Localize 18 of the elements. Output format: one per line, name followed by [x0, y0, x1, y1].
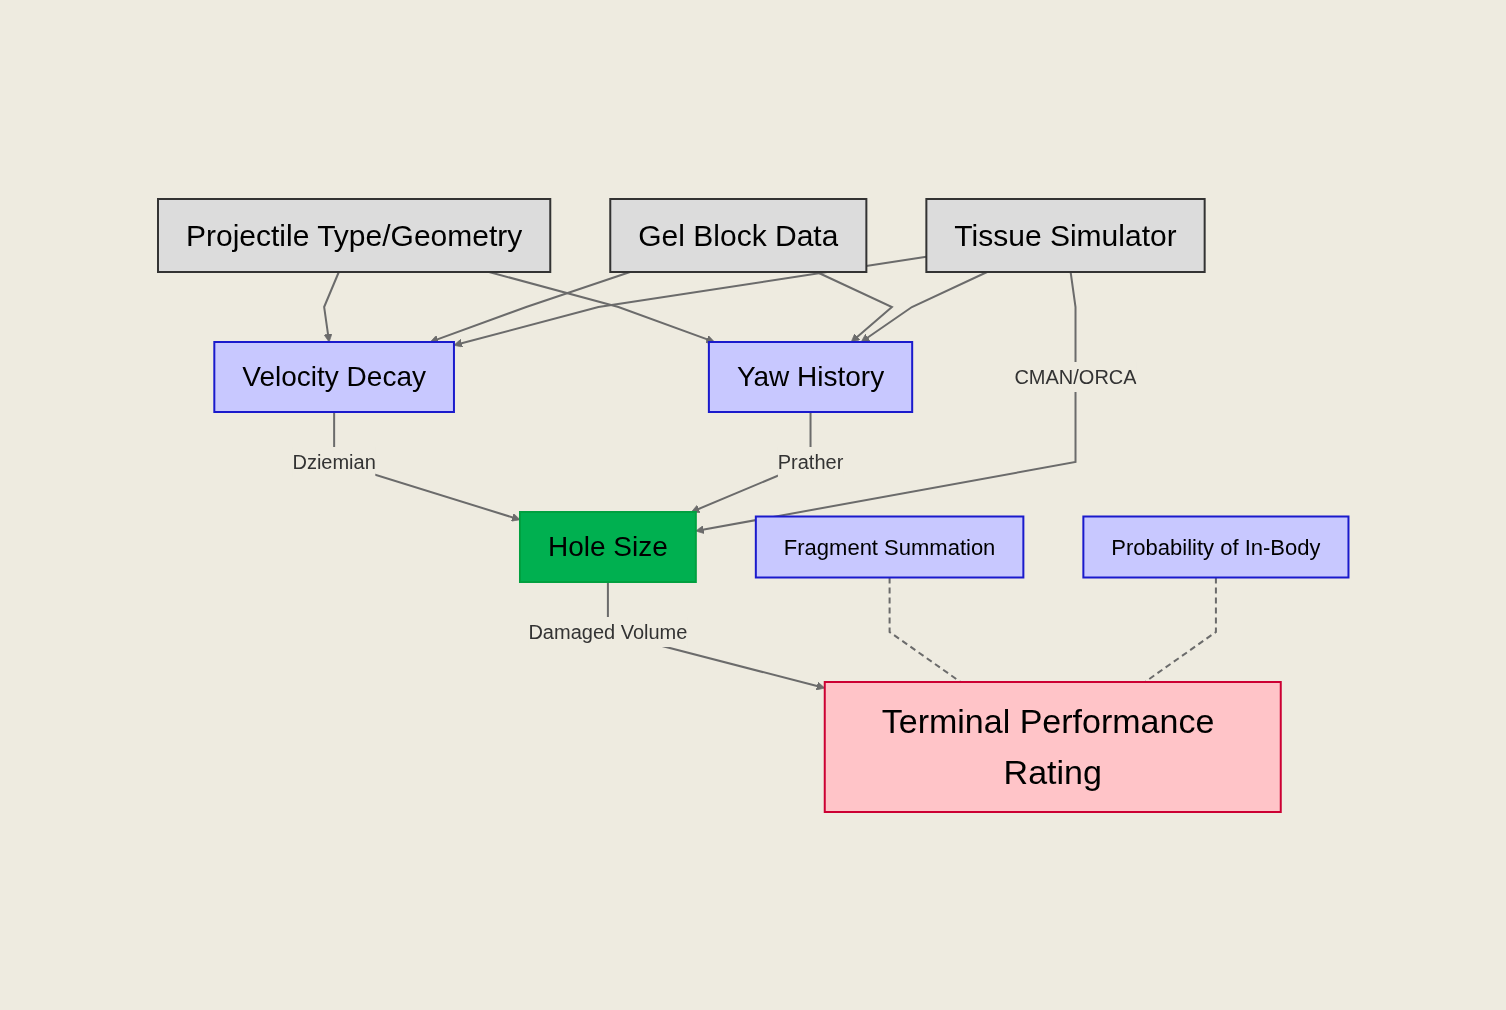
edge-label: CMAN/ORCA [1014, 365, 1137, 388]
node-box: Probability of In-Body [1082, 515, 1350, 578]
arrow [695, 270, 1077, 534]
node-box: Gel Block Data [609, 197, 868, 273]
arrow [429, 270, 631, 343]
arrow [815, 270, 894, 342]
edge-label: Damaged Volume [528, 620, 688, 643]
edge-label: Dziemian [292, 450, 376, 473]
arrow [860, 270, 988, 342]
edge-label: Prather [777, 450, 844, 473]
node-box: Terminal Performance Rating [823, 680, 1282, 813]
node-box: Projectile Type/Geometry [156, 197, 552, 273]
node-box: Yaw History [707, 340, 913, 413]
node-box: Tissue Simulator [925, 197, 1206, 273]
node-box: Hole Size [518, 510, 697, 583]
arrow [322, 270, 340, 342]
node-box: Velocity Decay [213, 340, 455, 413]
node-box: Fragment Summation [754, 515, 1025, 578]
